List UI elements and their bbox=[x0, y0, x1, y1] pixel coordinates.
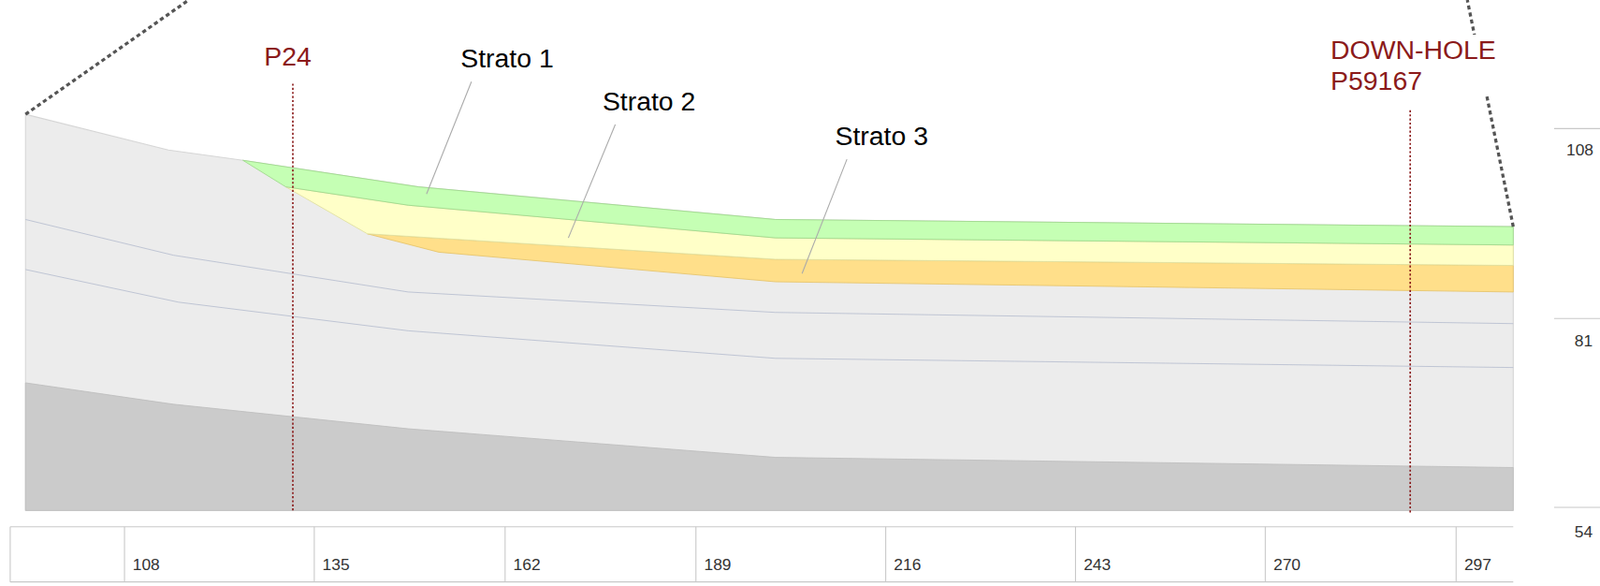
axis-tick-label: 270 bbox=[1273, 554, 1301, 574]
leader-line bbox=[567, 124, 615, 238]
borehole-label: P24 bbox=[263, 41, 312, 73]
layer-label: Strato 2 bbox=[602, 86, 696, 117]
axis-tick-label: 216 bbox=[893, 554, 921, 574]
extent-line bbox=[25, 0, 189, 115]
axis-tick-label: 189 bbox=[703, 554, 731, 574]
ground-grey bbox=[25, 114, 1513, 510]
y-axis bbox=[1554, 128, 1600, 508]
borehole-line bbox=[291, 83, 294, 512]
borehole-line bbox=[1409, 110, 1411, 513]
axis-tick-label: 54 bbox=[1574, 522, 1593, 541]
axis-tick-label: 162 bbox=[513, 554, 541, 574]
axis-tick-label: 135 bbox=[322, 554, 350, 574]
strato-1-band bbox=[243, 160, 1514, 246]
axis-tick-label: 243 bbox=[1083, 554, 1111, 574]
axis-tick-label: 81 bbox=[1574, 331, 1593, 350]
leader-line bbox=[426, 81, 472, 194]
axis-tick-label: 108 bbox=[1566, 140, 1594, 160]
leader-line bbox=[801, 159, 847, 274]
bedrock-layer bbox=[25, 382, 1513, 510]
layer-label: Strato 3 bbox=[835, 120, 929, 152]
axis-tick-label: 108 bbox=[132, 554, 160, 574]
layer-label: Strato 1 bbox=[460, 43, 553, 74]
x-axis bbox=[10, 526, 1513, 582]
borehole-label: DOWN-HOLE P59167 bbox=[1330, 34, 1535, 96]
axis-tick-label: 297 bbox=[1464, 554, 1492, 574]
